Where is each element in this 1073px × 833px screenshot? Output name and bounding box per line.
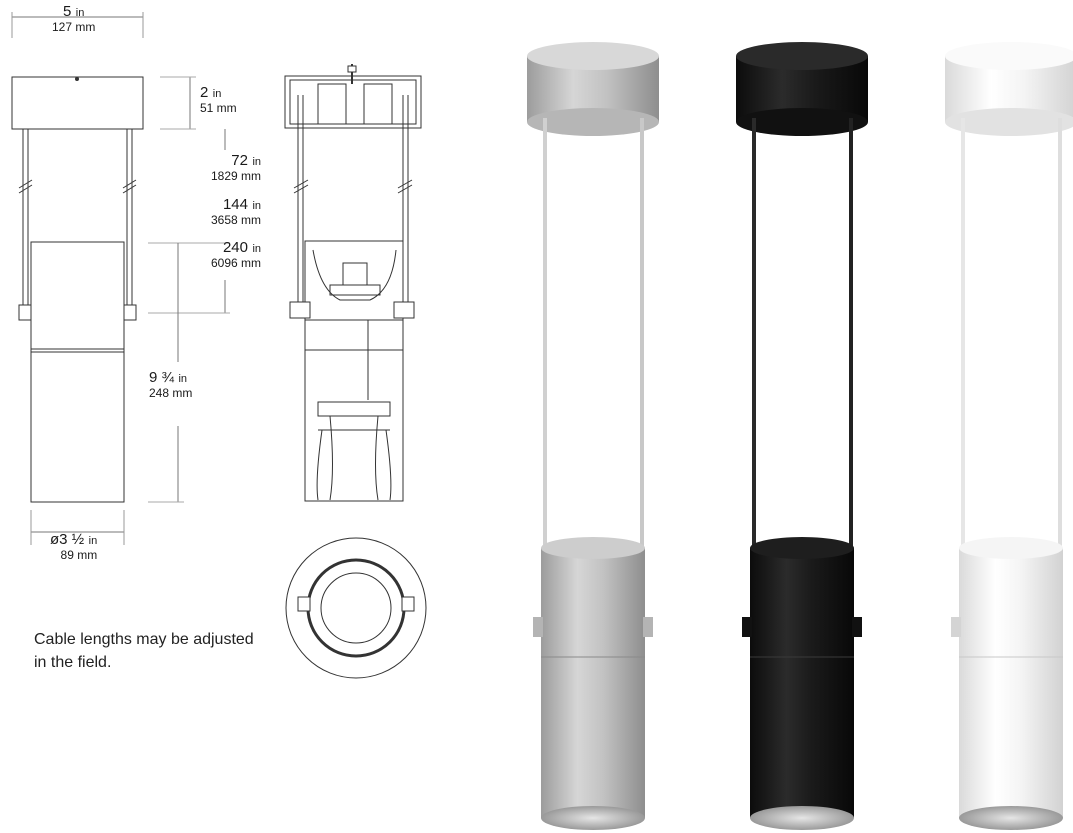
cable-length-mm: 3658 mm bbox=[210, 212, 261, 227]
body-height-value: 9 ¾ bbox=[149, 369, 175, 386]
cable-adjust-note: Cable lengths may be adjusted in the fie… bbox=[34, 631, 254, 671]
cable-length-unit: in bbox=[252, 243, 261, 255]
diameter-dimension: ø3 ½ in 89 mm bbox=[50, 532, 97, 561]
black-pendant-render bbox=[736, 42, 868, 830]
cable-length-unit: in bbox=[252, 200, 261, 212]
canopy-height-mm: 51 mm bbox=[200, 100, 237, 115]
body-height-mm: 248 mm bbox=[149, 385, 193, 400]
white-pendant-render bbox=[945, 42, 1073, 830]
side-profile-drawing bbox=[11, 12, 230, 545]
diameter-value: ø3 ½ bbox=[50, 531, 85, 548]
cable-length-unit: in bbox=[252, 156, 261, 168]
plan-view-drawing bbox=[285, 537, 427, 679]
diameter-mm: 89 mm bbox=[60, 547, 98, 562]
width-value: 5 bbox=[63, 3, 72, 20]
silver-pendant-render bbox=[527, 42, 659, 830]
body-height-dimension: 9 ¾ in 248 mm bbox=[149, 370, 192, 399]
diameter-unit: in bbox=[88, 535, 98, 547]
width-mm: 127 mm bbox=[52, 19, 96, 34]
cable-length-240: 240 in 6096 mm bbox=[211, 240, 261, 269]
cable-length-72: 72 in 1829 mm bbox=[211, 153, 261, 182]
cable-length-mm: 1829 mm bbox=[210, 168, 261, 183]
section-drawing bbox=[284, 64, 422, 502]
width-unit: in bbox=[75, 7, 85, 19]
cable-length-144: 144 in 3658 mm bbox=[211, 197, 261, 226]
canopy-height-unit: in bbox=[212, 88, 222, 100]
cable-length-value: 144 bbox=[222, 196, 248, 213]
cable-length-value: 72 bbox=[231, 152, 248, 169]
cable-length-mm: 6096 mm bbox=[210, 255, 261, 270]
canopy-height-value: 2 bbox=[200, 84, 209, 101]
cable-length-value: 240 bbox=[222, 239, 248, 256]
body-height-unit: in bbox=[178, 373, 188, 385]
canopy-height-dimension: 2 in 51 mm bbox=[200, 85, 237, 114]
width-dimension: 5 in 127 mm bbox=[52, 4, 95, 33]
